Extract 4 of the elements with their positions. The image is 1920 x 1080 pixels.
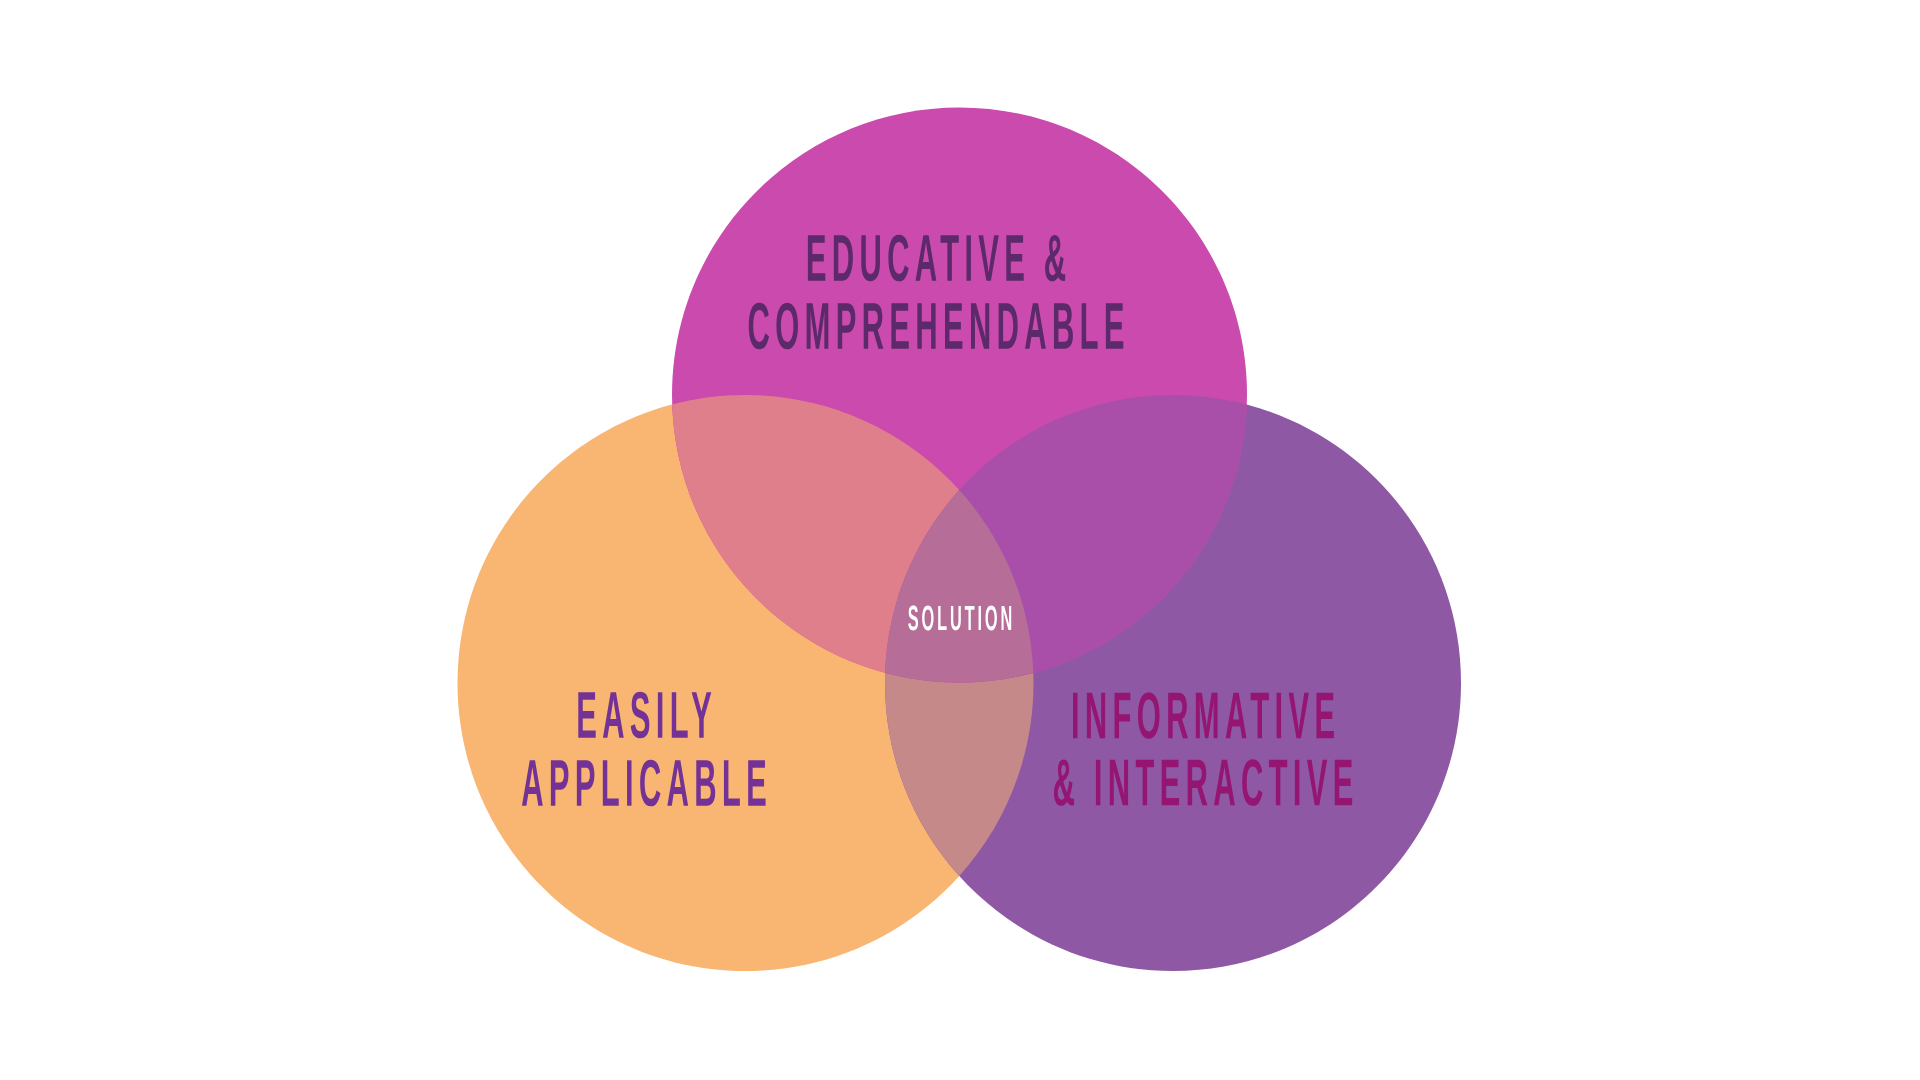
circle-label: EASILY APPLICABLE (521, 691, 766, 807)
circle-label: INFORMATIVE & INTERACTIVE (1054, 692, 1353, 806)
circle-label: EDUCATIVE & COMPREHENDABLE (748, 234, 1124, 350)
overlap-label: SOLUTION (908, 605, 1012, 631)
